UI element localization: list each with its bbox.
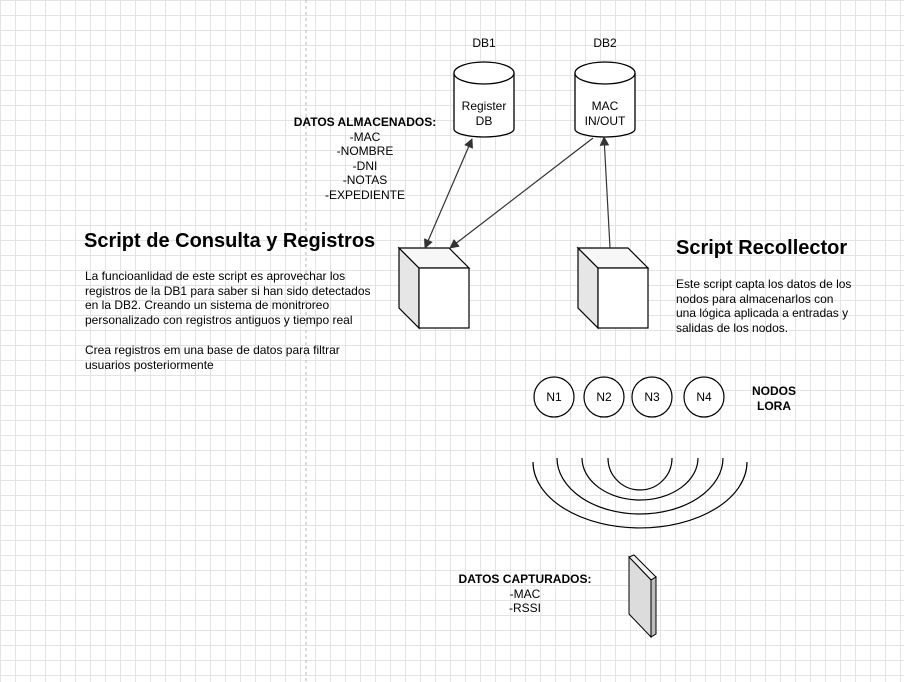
db1-label-line2: DB	[475, 113, 493, 128]
db2-title: DB2	[593, 36, 617, 50]
consulta-paragraph-2: Crea registros em una base de datos para…	[85, 343, 340, 372]
db1-cylinder[interactable]	[453, 61, 515, 138]
node-n1-label: N1	[546, 390, 562, 404]
arrow-recollector-db2	[599, 136, 611, 249]
captured-item-mac: -MAC	[509, 586, 541, 601]
db1-label: Register DB	[454, 99, 514, 128]
recollector-title: Script Recollector	[676, 237, 848, 259]
recollector-paragraph: Este script capta los datos de los nodos…	[676, 277, 852, 335]
stored-item-dni: -DNI	[352, 158, 378, 173]
db2-cylinder[interactable]	[574, 61, 636, 138]
db1-label-line1: Register	[461, 99, 507, 113]
consulta-title: Script de Consulta y Registros	[84, 230, 376, 252]
signal-waves-icon	[532, 457, 748, 529]
stored-item-notas: -NOTAS	[342, 173, 388, 187]
node-n3-label: N3	[644, 390, 660, 404]
captured-item-rssi: -RSSI	[508, 601, 541, 615]
db2-label-line1: MAC	[591, 99, 619, 113]
node-n2-circle[interactable]	[583, 376, 625, 418]
nodes-group-label: NODOS LORA	[739, 384, 809, 413]
node-n4-circle[interactable]	[683, 376, 725, 418]
nodes-group-label-line2: LORA	[757, 398, 791, 413]
stored-item-mac: -MAC	[349, 129, 381, 144]
node-n1-circle[interactable]	[533, 376, 575, 418]
stored-item-nombre: -NOMBRE	[336, 144, 394, 158]
node-n2-label: N2	[596, 390, 612, 404]
node-n3-circle[interactable]	[631, 376, 673, 418]
captured-data-block: DATOS CAPTURADOS: -MAC -RSSI	[445, 572, 605, 616]
arrow-db2-consulta	[449, 137, 594, 249]
stored-data-header: DATOS ALMACENADOS:	[293, 115, 437, 129]
db1-title: DB1	[472, 36, 496, 50]
nodes-group-label-line1: NODOS	[751, 384, 796, 398]
db2-label: MAC IN/OUT	[575, 99, 635, 128]
consulta-server-cube[interactable]	[397, 246, 471, 330]
stored-item-expediente: -EXPEDIENTE	[324, 187, 405, 202]
captured-data-header: DATOS CAPTURADOS:	[458, 572, 592, 586]
arrow-consulta-db1	[424, 138, 473, 249]
capture-device[interactable]	[628, 554, 657, 639]
stored-data-block: DATOS ALMACENADOS: -MAC -NOMBRE -DNI -NO…	[280, 115, 450, 202]
db2-label-line2: IN/OUT	[584, 113, 626, 128]
node-n4-label: N4	[696, 390, 712, 404]
recollector-server-cube[interactable]	[576, 246, 650, 330]
consulta-paragraph-1: La funcioanlidad de este script es aprov…	[85, 269, 371, 327]
